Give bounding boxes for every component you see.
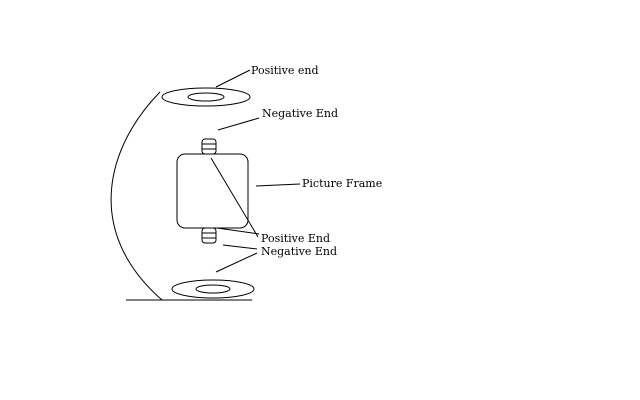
leader-bottom-negative-lower [215, 252, 258, 273]
leader-picture-frame [255, 183, 301, 187]
leader-bottom-positive [216, 227, 260, 235]
bottom-frame-magnet [201, 227, 217, 244]
top-disk-inner [187, 92, 225, 102]
leader-bottom-negative-upper [222, 244, 258, 250]
bottom-disk-inner [195, 284, 231, 294]
picture-frame [176, 153, 249, 229]
top-frame-magnet [201, 138, 217, 155]
leader-top-positive [215, 69, 251, 88]
leader-diagonal [210, 157, 259, 238]
label-top-positive: Positive end [251, 64, 319, 77]
leader-lines [210, 69, 301, 273]
leader-top-negative [217, 117, 260, 131]
label-bottom-negative: Negative End [261, 245, 337, 258]
label-top-negative: Negative End [262, 107, 338, 120]
top-frame-magnet-body [201, 138, 217, 155]
stand [110, 91, 252, 301]
label-picture-frame: Picture Frame [302, 177, 382, 190]
stand-arc [110, 91, 163, 301]
top-disk [161, 87, 251, 107]
label-bottom-positive: Positive End [261, 232, 330, 245]
bottom-frame-magnet-body [201, 227, 217, 244]
labels: Positive end Negative End Picture Frame … [251, 64, 382, 258]
bottom-disk [171, 279, 255, 299]
